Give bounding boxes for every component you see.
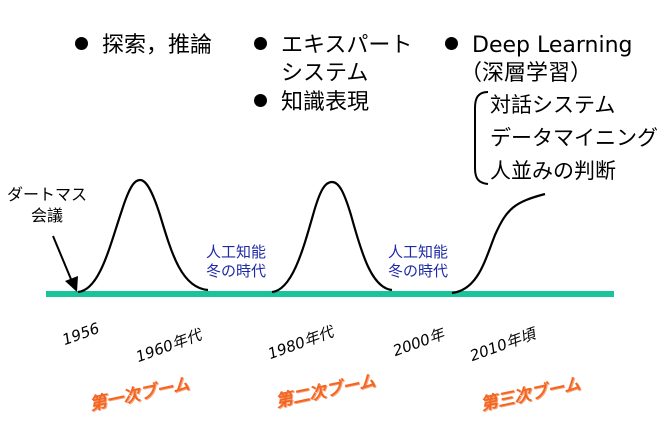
ai-winter-line1: 人工知能 xyxy=(387,243,448,261)
bullet-dot xyxy=(254,94,267,107)
ai-winter-line2: 冬の時代 xyxy=(205,262,266,280)
dartmouth-label-line2: 会議 xyxy=(30,206,63,225)
callout-data-mining: データマイニング xyxy=(490,126,658,150)
third-boom-curve xyxy=(451,192,546,295)
dartmouth-arrow-shaft xyxy=(52,235,74,285)
topic-label: Deep Learning xyxy=(472,33,633,58)
topic-deep-learning: Deep Learning xyxy=(445,32,632,59)
callout-dialog-system: 対話システム xyxy=(490,93,616,117)
ai-winter-line1: 人工知能 xyxy=(205,243,266,261)
topic-label: 知識表現 xyxy=(281,90,370,115)
bullet-dot xyxy=(75,37,88,50)
bullet-dot xyxy=(254,37,267,50)
ai-winter-label-2: 人工知能 冬の時代 xyxy=(378,243,458,281)
topic-expert-system-line2: システム xyxy=(281,61,369,86)
topic-label: 探索，推論 xyxy=(102,33,213,58)
dartmouth-arrow-head xyxy=(65,276,78,292)
topic-deep-learning-line2: （深層学習） xyxy=(460,61,593,86)
ai-winter-label-1: 人工知能 冬の時代 xyxy=(196,243,276,281)
second-boom-curve xyxy=(271,180,393,294)
dartmouth-label-line1: ダートマス xyxy=(6,185,87,204)
callout-bracket xyxy=(474,91,489,185)
topic-expert-system: エキスパート xyxy=(254,32,412,59)
topic-search-inference: 探索，推論 xyxy=(75,32,212,59)
topic-label: エキスパート xyxy=(281,33,413,58)
timeline-bar xyxy=(46,291,614,297)
ai-winter-line2: 冬の時代 xyxy=(387,262,448,280)
bullet-dot xyxy=(445,37,458,50)
first-boom-curve xyxy=(77,178,209,294)
dartmouth-label: ダートマス 会議 xyxy=(4,184,90,226)
callout-human-judgment: 人並みの判断 xyxy=(490,159,616,183)
topic-knowledge-representation: 知識表現 xyxy=(254,89,369,116)
